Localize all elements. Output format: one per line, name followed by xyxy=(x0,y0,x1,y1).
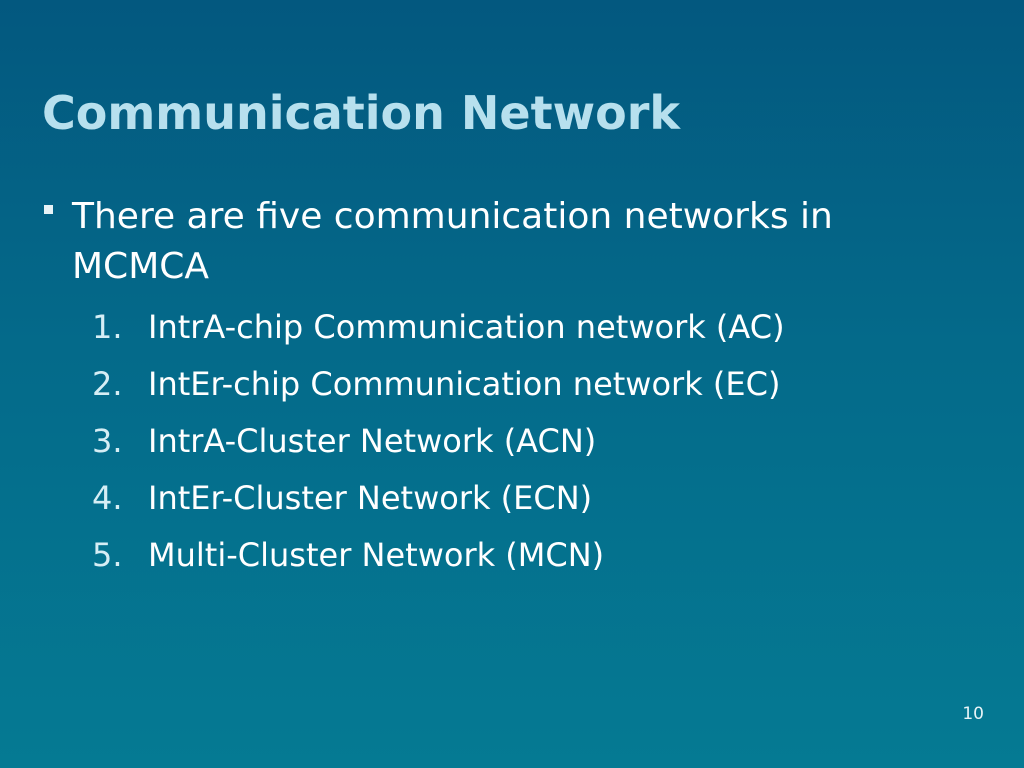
list-item-text: IntEr-Cluster Network (ECN) xyxy=(148,479,593,517)
list-item-number: 2. xyxy=(92,365,123,403)
numbered-list: 1. IntrA-chip Communication network (AC)… xyxy=(92,302,785,587)
page-number: 10 xyxy=(962,704,984,724)
square-bullet-icon xyxy=(44,205,53,214)
list-item-1: 1. IntrA-chip Communication network (AC) xyxy=(92,302,785,359)
list-item-2: 2. IntEr-chip Communication network (EC) xyxy=(92,359,785,416)
slide-title: Communication Network xyxy=(42,86,680,140)
list-item-3: 3. IntrA-Cluster Network (ACN) xyxy=(92,416,785,473)
list-item-text: IntrA-Cluster Network (ACN) xyxy=(148,422,597,460)
list-item-text: Multi-Cluster Network (MCN) xyxy=(148,536,605,574)
list-item-4: 4. IntEr-Cluster Network (ECN) xyxy=(92,473,785,530)
list-item-number: 5. xyxy=(92,536,123,574)
bullet-text: There are five communication networks in… xyxy=(72,196,833,287)
list-item-text: IntrA-chip Communication network (AC) xyxy=(148,308,785,346)
list-item-text: IntEr-chip Communication network (EC) xyxy=(148,365,781,403)
list-item-number: 1. xyxy=(92,308,123,346)
list-item-number: 4. xyxy=(92,479,123,517)
list-item-number: 3. xyxy=(92,422,123,460)
list-item-5: 5. Multi-Cluster Network (MCN) xyxy=(92,530,785,587)
